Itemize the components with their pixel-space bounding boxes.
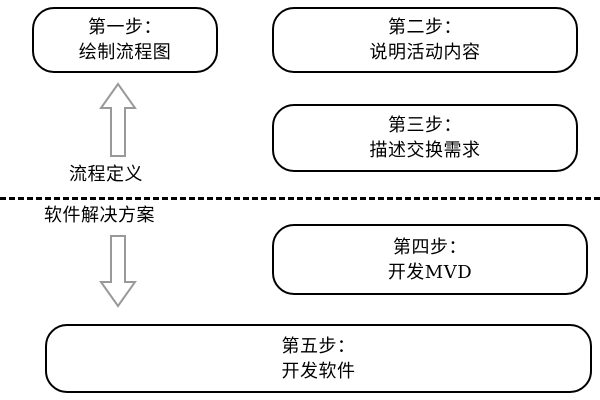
step-box-4[interactable]: 第四步： 开发MVD — [272, 224, 588, 295]
step-box-1[interactable]: 第一步： 绘制流程图 — [32, 7, 218, 73]
arrow-down-icon — [99, 235, 137, 308]
step-box-1-body: 绘制流程图 — [78, 42, 172, 63]
step-box-1-title: 第一步： — [88, 17, 162, 38]
section-divider — [0, 197, 600, 200]
step-box-2-title: 第二步： — [388, 17, 462, 38]
step-box-4-title: 第四步： — [393, 236, 467, 258]
step-box-3[interactable]: 第三步： 描述交换需求 — [272, 104, 578, 172]
step-box-3-title: 第三步： — [388, 115, 462, 136]
step-box-5-title: 第五步： — [281, 335, 356, 357]
step-box-4-body: 开发MVD — [387, 261, 473, 283]
step-box-5[interactable]: 第五步： 开发软件 — [45, 324, 592, 393]
label-software-solution: 软件解决方案 — [44, 205, 155, 226]
step-box-2[interactable]: 第二步： 说明活动内容 — [272, 7, 578, 73]
arrow-up-icon — [99, 82, 137, 157]
step-box-3-body: 描述交换需求 — [369, 140, 481, 161]
label-process-definition: 流程定义 — [69, 164, 143, 185]
step-box-2-body: 说明活动内容 — [369, 42, 481, 63]
step-box-5-body: 开发软件 — [281, 360, 356, 382]
